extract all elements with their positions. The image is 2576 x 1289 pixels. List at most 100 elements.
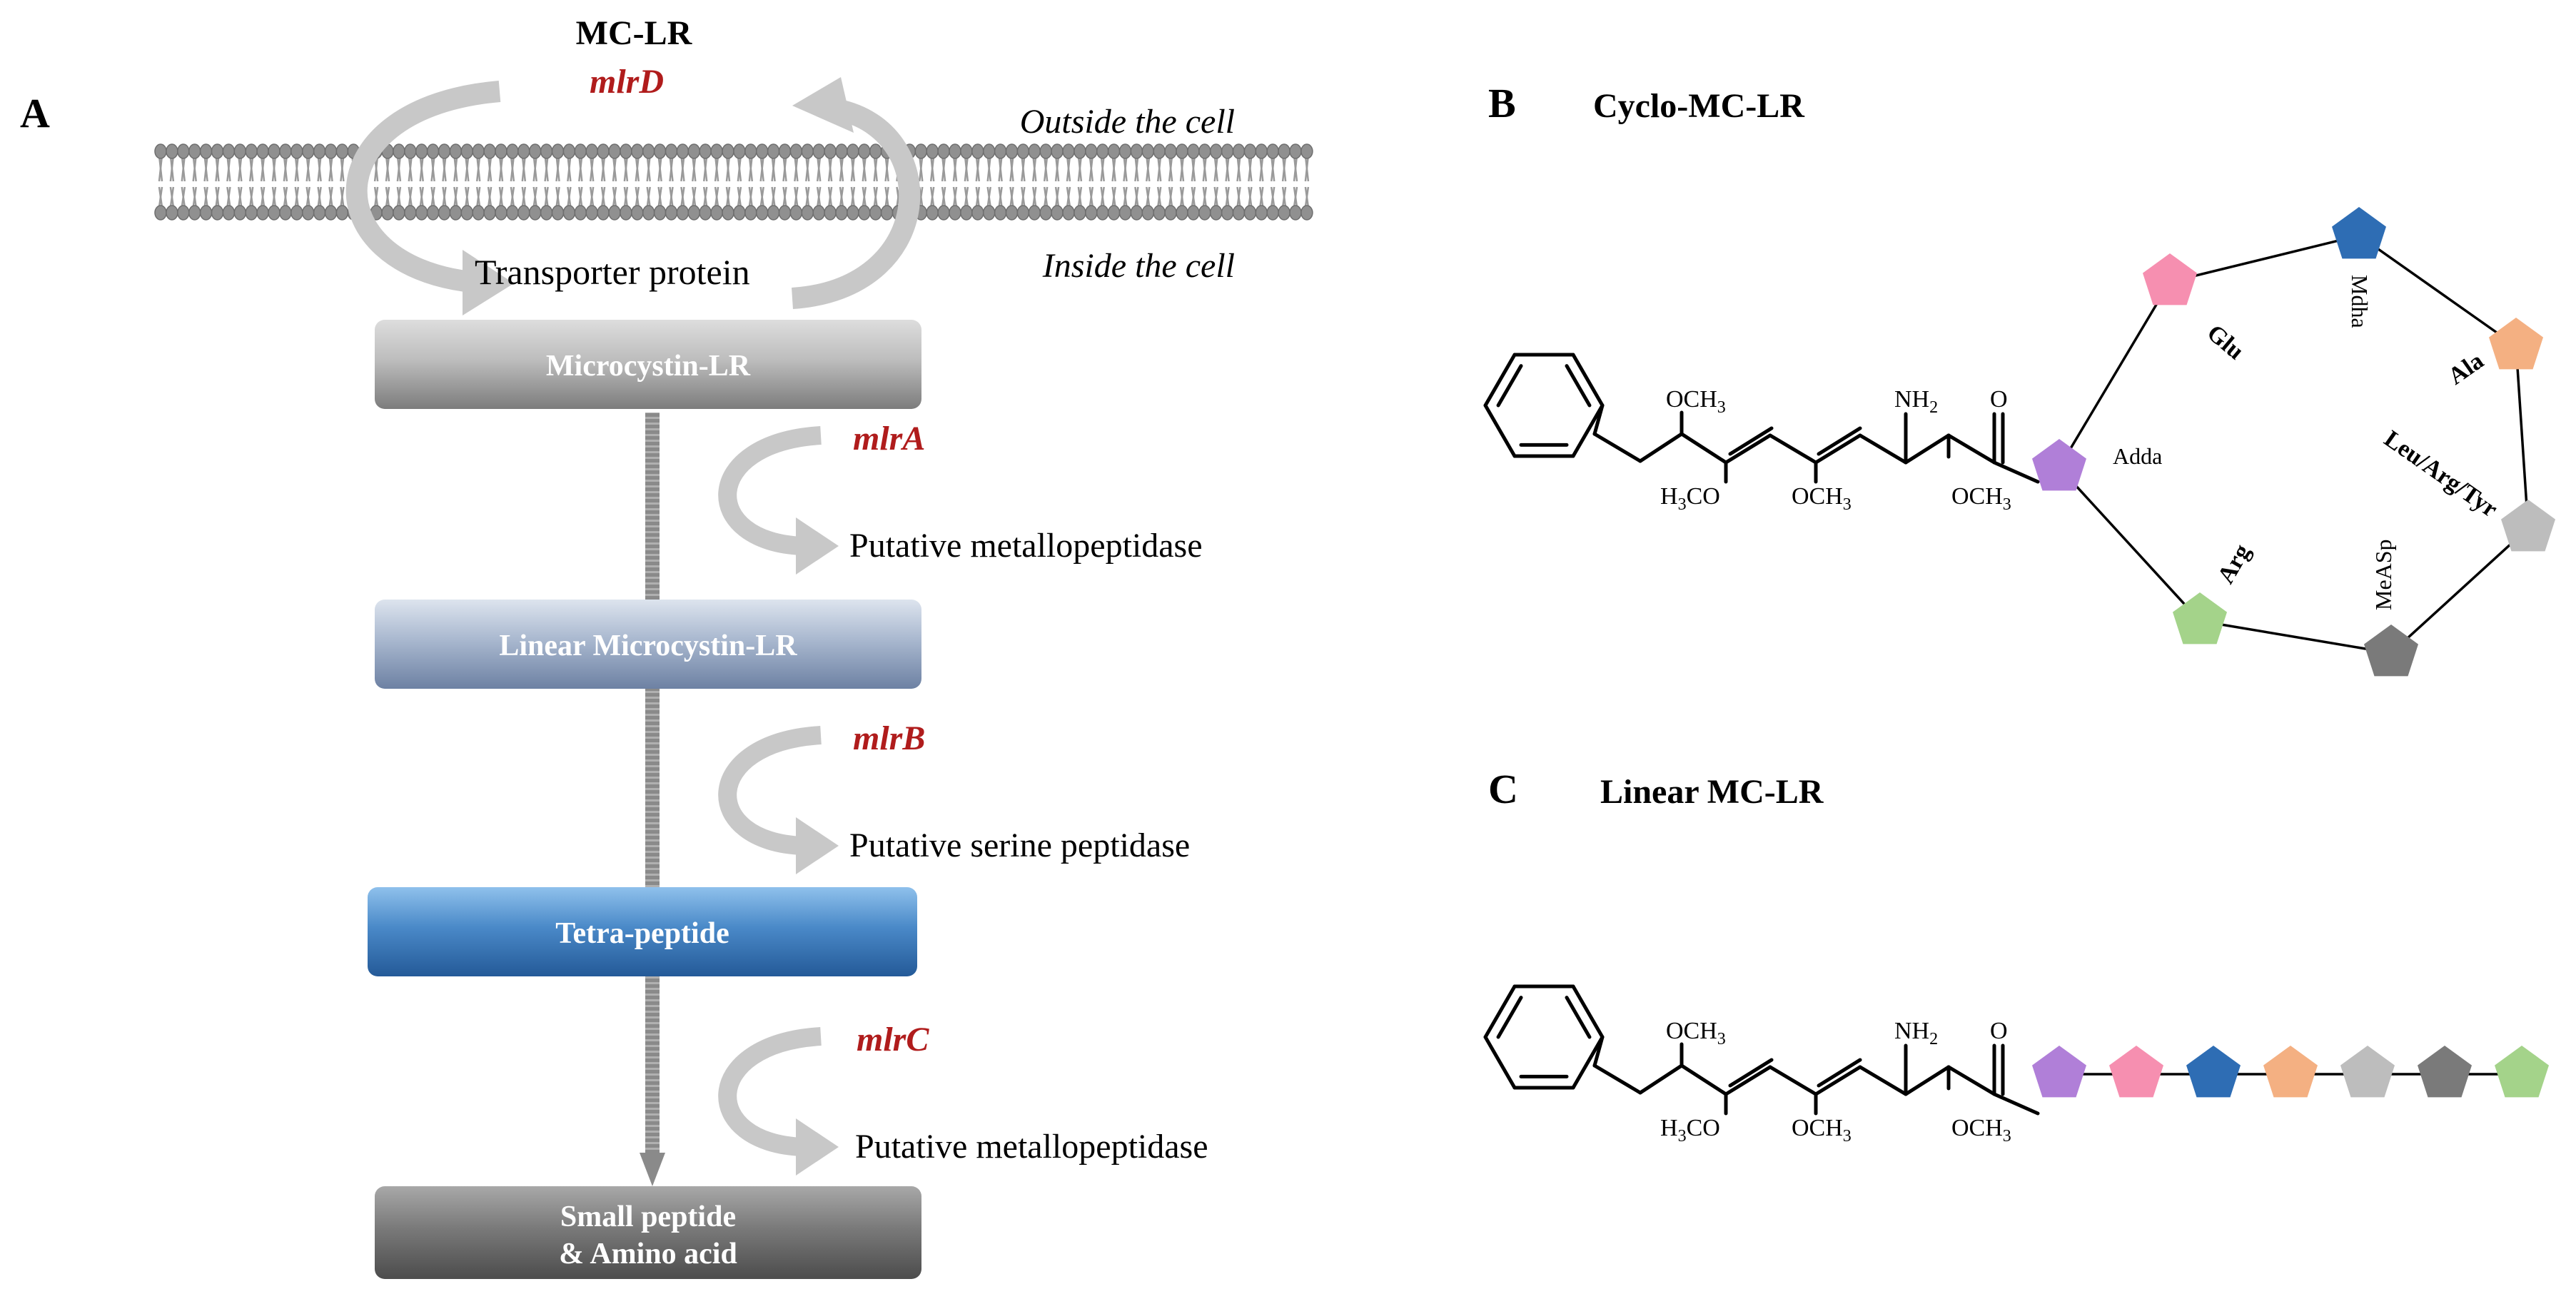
lipid-head [199, 205, 213, 221]
lipid-tail [317, 186, 322, 208]
lipid-tail [1168, 186, 1173, 208]
lipid-head [233, 143, 247, 159]
residue-label-adda: Adda [2113, 443, 2162, 469]
lipid-tail [929, 155, 935, 182]
lipid-tail [567, 186, 572, 208]
lipid-tail [941, 186, 946, 208]
lipid-head [801, 143, 814, 159]
svg-text:Microcystin-LR: Microcystin-LR [546, 350, 751, 383]
residue-pentagon [2495, 1046, 2549, 1098]
och3-label: OCH3 [1951, 1115, 2011, 1146]
ring-bond [2515, 345, 2530, 529]
ring-bond [2058, 466, 2201, 622]
lipid-tail [623, 186, 629, 208]
lipid-tail [1032, 155, 1037, 182]
lipid-head [960, 205, 973, 221]
bond [1592, 1035, 1605, 1068]
lipid-tail [294, 155, 300, 182]
lipid-head [291, 143, 303, 159]
lipid-head [1278, 143, 1290, 159]
lipid-head [393, 205, 405, 221]
lipid-tail [771, 186, 776, 208]
lipid-tail [1179, 155, 1185, 182]
lipid-head [620, 205, 632, 221]
lipid-head [722, 143, 734, 159]
lipid-tail [238, 155, 243, 182]
lipid-head [789, 143, 803, 159]
lipid-head [1255, 143, 1268, 159]
lipid-tail [692, 186, 697, 208]
lipid-tail [1248, 155, 1253, 182]
lipid-head [245, 143, 258, 159]
lipid-head [324, 143, 338, 159]
lipid-head [1028, 143, 1041, 159]
lipid-tail [692, 155, 697, 182]
lipid-head [789, 205, 803, 221]
lipid-head [585, 143, 598, 159]
lipid-tail [1009, 155, 1014, 182]
nh2-label: NH2 [1894, 386, 1938, 417]
step-arrow [718, 726, 822, 855]
lipid-head [971, 143, 984, 159]
lipid-head [1221, 205, 1234, 221]
lipid-head [449, 143, 463, 159]
lipid-tail [1134, 186, 1139, 208]
lipid-tail [532, 186, 537, 208]
lipid-tail [226, 155, 231, 182]
lipid-head [824, 205, 837, 221]
lipid-tail [998, 155, 1003, 182]
lipid-tail [1089, 186, 1094, 208]
lipid-head [460, 205, 474, 221]
lipid-tail [248, 155, 254, 182]
lipid-head [744, 143, 757, 159]
lipid-tail [952, 186, 958, 208]
lipid-head [676, 205, 690, 221]
lipid-tail [1066, 186, 1071, 208]
bond [1565, 364, 1592, 408]
lipid-head [495, 143, 507, 159]
lipid-tail [203, 186, 208, 208]
residue-label-arg: Arg [2213, 540, 2256, 588]
lipid-tail [1054, 155, 1060, 182]
residue-label-measp: MeASp [2370, 539, 2396, 610]
lipid-head [1221, 143, 1234, 159]
step-arrow-head [796, 1118, 839, 1176]
lipid-head [166, 205, 178, 221]
lipid-head [426, 143, 440, 159]
step-arrow-head [796, 817, 839, 874]
residue-pentagon [2173, 592, 2227, 644]
lipid-tail [510, 186, 515, 208]
lipid-tail [1009, 186, 1014, 208]
transporter-arrow-in-head [463, 250, 514, 315]
lipid-tail [419, 155, 424, 182]
lipid-head [1028, 205, 1041, 221]
lipid-head [1096, 143, 1109, 159]
lipid-head [1016, 143, 1030, 159]
lipid-tail [181, 155, 186, 182]
lipid-head [926, 205, 939, 221]
h3co-label: H3CO [1660, 1115, 1720, 1146]
lipid-tail [1191, 155, 1196, 182]
lipid-head [1130, 143, 1143, 159]
lipid-tail [759, 186, 764, 208]
lipid-head [222, 205, 236, 221]
lipid-head [960, 143, 973, 159]
lipid-tail [725, 186, 731, 208]
linear-peptide-chain [2032, 1046, 2549, 1098]
bond [1817, 426, 1862, 456]
lipid-tail [1281, 186, 1287, 208]
lipid-tail [1191, 186, 1196, 208]
och3-label: OCH3 [1792, 1115, 1852, 1146]
lipid-head [710, 143, 723, 159]
lipid-tail [215, 155, 220, 182]
lipid-tail [487, 186, 493, 208]
lipid-tail [1146, 186, 1151, 208]
lipid-head [233, 205, 247, 221]
bond [1496, 364, 1523, 408]
step-gene: mlrC [857, 1021, 929, 1058]
lipid-tail [396, 186, 402, 208]
lipid-head [438, 143, 451, 159]
